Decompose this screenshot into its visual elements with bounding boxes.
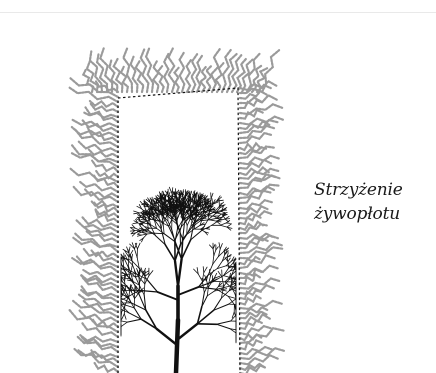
foliage-strand <box>153 61 158 92</box>
branch <box>127 319 141 322</box>
branch <box>154 233 164 234</box>
foliage-strand <box>196 56 202 92</box>
branch <box>210 220 217 221</box>
branch <box>176 320 178 373</box>
branch <box>217 321 231 324</box>
branch <box>133 223 138 224</box>
foliage-strand <box>240 320 262 329</box>
branch <box>224 268 229 276</box>
branch <box>124 314 126 320</box>
branch <box>132 254 133 259</box>
foliage-strand <box>169 49 175 93</box>
foliage-strand <box>73 120 118 128</box>
foliage-strand <box>240 200 272 209</box>
branches <box>121 187 236 373</box>
foliage-strand <box>240 296 261 305</box>
caption: Strzyżenie żywopłotu <box>314 178 432 226</box>
foliage-strand <box>211 49 220 92</box>
branch <box>221 290 226 291</box>
foliage-strand <box>180 52 185 92</box>
foliage-strand <box>240 326 271 334</box>
branch <box>157 228 165 233</box>
foliage-strand <box>192 54 198 92</box>
branch <box>224 271 231 276</box>
branch <box>121 321 127 322</box>
branch <box>210 218 217 220</box>
branch <box>134 211 140 213</box>
branch <box>226 261 231 266</box>
branch <box>219 243 220 249</box>
foliage-strand <box>240 285 274 294</box>
foliage-strand <box>186 60 191 92</box>
branch <box>209 245 213 249</box>
branch <box>212 199 213 205</box>
branch <box>137 243 140 249</box>
branch <box>144 284 145 295</box>
branch <box>187 220 190 226</box>
branch <box>135 249 138 258</box>
branch <box>140 223 145 224</box>
branch <box>177 212 180 219</box>
branch <box>217 324 230 328</box>
branch <box>121 322 127 327</box>
foliage-strand <box>83 270 118 277</box>
branch <box>220 225 227 227</box>
branch <box>220 244 222 250</box>
branch <box>178 259 182 286</box>
branch <box>193 212 194 218</box>
foliage-strand <box>164 54 168 92</box>
branch <box>147 279 158 292</box>
foliage-strand <box>175 68 179 92</box>
branch <box>157 329 177 345</box>
foliage-strand <box>207 66 212 92</box>
branch <box>177 324 197 340</box>
branch <box>213 249 214 256</box>
branch <box>145 216 146 221</box>
branch <box>199 287 217 289</box>
branch <box>198 274 202 281</box>
branch <box>204 267 207 273</box>
branch <box>225 219 230 220</box>
branch <box>197 324 216 325</box>
branch <box>224 250 225 255</box>
caption-line-1: Strzyżenie <box>314 178 432 202</box>
foliage-strand <box>240 174 275 188</box>
branch <box>138 234 142 235</box>
branch <box>220 223 226 225</box>
branch <box>165 245 175 261</box>
branch <box>142 233 147 235</box>
branch <box>130 231 135 232</box>
branch <box>182 211 183 215</box>
branch <box>128 257 129 267</box>
branch <box>206 229 210 230</box>
branch <box>127 274 136 275</box>
branch <box>228 262 229 268</box>
foliage-strand <box>90 101 118 107</box>
branch <box>227 224 232 227</box>
branch <box>214 250 216 256</box>
caption-line-2: żywopłotu <box>314 202 432 226</box>
branch <box>131 228 135 230</box>
branch <box>149 271 153 276</box>
branch <box>163 223 164 234</box>
branch <box>203 267 204 273</box>
branch <box>207 291 214 296</box>
branch <box>211 193 213 198</box>
branch <box>177 212 178 220</box>
branch <box>131 266 133 274</box>
branch <box>158 292 179 300</box>
foliage-strand <box>200 67 206 92</box>
branch <box>228 258 230 262</box>
branch <box>178 287 199 295</box>
branch <box>122 314 125 320</box>
